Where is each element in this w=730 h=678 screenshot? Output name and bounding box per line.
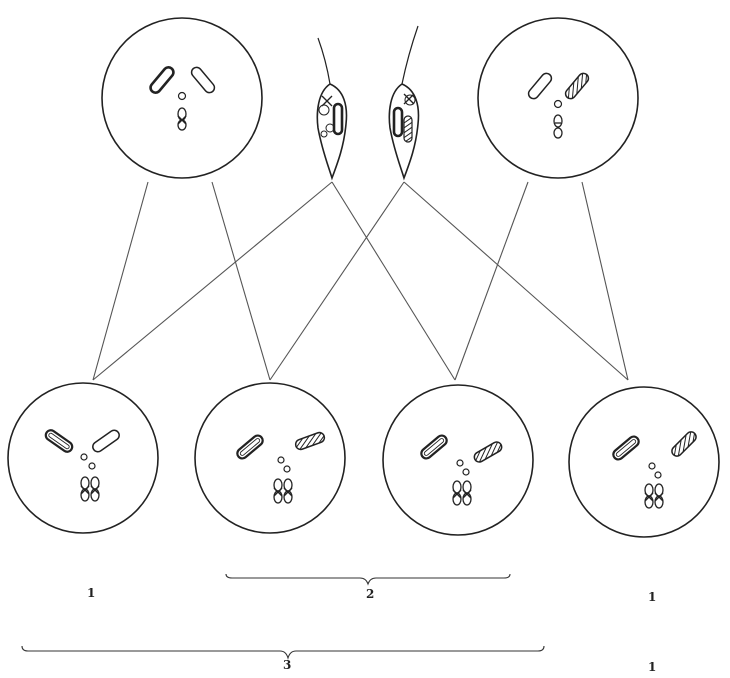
parent-cell-left (101, 17, 263, 179)
offspring-cell-1 (7, 382, 159, 534)
flagellate-left (316, 37, 348, 181)
ratio-label-left: 1 (87, 586, 96, 600)
flagellate-right (388, 25, 420, 181)
parent-cell-right (477, 17, 639, 179)
ratio-label-combined-left: 3 (283, 658, 292, 672)
offspring-cell-2 (194, 382, 346, 534)
offspring-cell-4 (568, 386, 720, 538)
ratio-label-middle: 2 (366, 587, 375, 601)
brace-middle-group (225, 573, 511, 586)
cross-lines (92, 181, 629, 381)
ratio-label-right: 1 (648, 590, 657, 604)
brace-combined-group (21, 645, 545, 660)
ratio-label-combined-right: 1 (648, 660, 657, 674)
offspring-cell-3 (382, 384, 534, 536)
